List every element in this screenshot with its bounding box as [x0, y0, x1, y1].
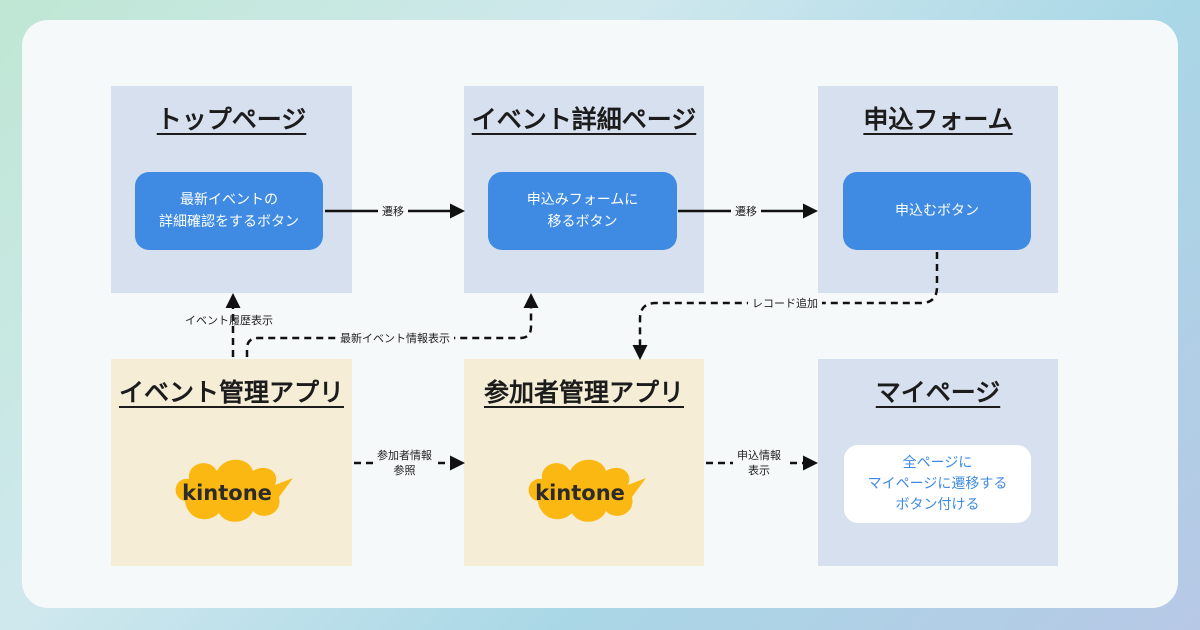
top-page-title: トップページ [156, 105, 307, 134]
event-app-panel: イベント管理アプリ kintone [111, 359, 352, 566]
label-latest-event-info: 最新イベント情報表示 [336, 331, 454, 346]
event-detail-title: イベント詳細ページ [471, 105, 697, 134]
kintone-logo-text: kintone [182, 481, 272, 505]
label-top-to-detail: 遷移 [378, 204, 408, 219]
label-participant-ref: 参加者情報 参照 [373, 448, 436, 478]
my-page-title: マイページ [875, 378, 1001, 407]
latest-event-detail-button[interactable]: 最新イベントの 詳細確認をするボタン [135, 172, 323, 250]
event-app-title: イベント管理アプリ [118, 378, 344, 407]
go-to-form-button[interactable]: 申込みフォームに 移るボタン [488, 172, 677, 250]
apply-button[interactable]: 申込むボタン [843, 172, 1031, 250]
kintone-logo: kintone [175, 459, 293, 522]
label-detail-to-form: 遷移 [731, 204, 761, 219]
label-event-history: イベント履歴表示 [185, 314, 273, 327]
kintone-logo: kintone [528, 459, 646, 522]
label-record-add: レコード追加 [748, 296, 822, 311]
arrow-latest-event-info [245, 293, 539, 357]
participant-app-title: 参加者管理アプリ [483, 378, 684, 407]
my-page-panel: マイページ 全ページに マイページに遷移する ボタン付ける [818, 359, 1058, 566]
participant-app-panel: 参加者管理アプリ kintone [464, 359, 704, 566]
apply-form-title: 申込フォーム [863, 105, 1013, 134]
label-apply-info: 申込情報 表示 [733, 448, 785, 478]
my-page-note-box: 全ページに マイページに遷移する ボタン付ける [844, 445, 1031, 523]
top-page-panel: トップページ 最新イベントの 詳細確認をするボタン [111, 86, 352, 293]
event-detail-panel: イベント詳細ページ 申込みフォームに 移るボタン [464, 86, 704, 293]
kintone-logo-text: kintone [535, 481, 625, 505]
